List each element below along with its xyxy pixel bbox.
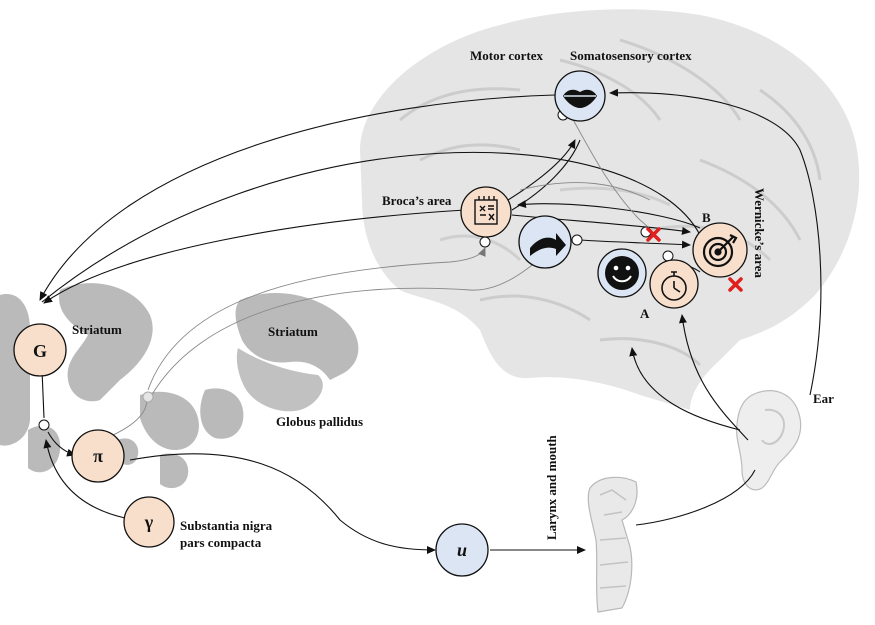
node-G-label: G xyxy=(33,341,47,361)
somatosensory-cortex-label: Somatosensory cortex xyxy=(570,48,692,63)
striatum-right-label: Striatum xyxy=(268,324,318,339)
broca-node xyxy=(460,186,512,238)
node-u-label: u xyxy=(457,540,467,560)
striatum-left-label: Striatum xyxy=(72,322,122,337)
target-icon xyxy=(702,234,738,268)
stopwatch-node xyxy=(649,259,699,309)
motor-cortex-label: Motor cortex xyxy=(470,48,544,63)
node-G: G xyxy=(13,323,67,377)
lips-node xyxy=(554,70,606,122)
larynx-icon xyxy=(587,476,638,613)
stopwatch-icon xyxy=(661,271,687,301)
target-node xyxy=(692,222,748,278)
node-gamma-label: γ xyxy=(144,512,154,532)
basal-ganglia-shapes xyxy=(0,283,359,489)
marker-a-label: A xyxy=(640,306,650,321)
smiley-node xyxy=(597,248,647,298)
brocas-area-label: Broca’s area xyxy=(382,193,452,208)
ear-label: Ear xyxy=(813,391,834,406)
red-x-icon xyxy=(646,227,743,292)
arrow-node xyxy=(518,215,572,269)
node-pi-label: π xyxy=(93,446,103,466)
node-u: u xyxy=(435,523,489,577)
wernickes-area-label: Wernicke’s area xyxy=(752,188,767,278)
grid-plan-icon xyxy=(474,196,498,225)
brain-silhouette xyxy=(360,9,860,411)
smiley-icon xyxy=(605,256,639,290)
arrow-icon xyxy=(530,233,566,256)
pars-compacta-label: pars compacta xyxy=(180,535,262,550)
ear-icon xyxy=(736,390,802,491)
globus-pallidus-label: Globus pallidus xyxy=(276,414,363,429)
node-gamma: γ xyxy=(123,496,175,548)
node-pi: π xyxy=(71,429,125,483)
larynx-mouth-label: Larynx and mouth xyxy=(544,434,559,540)
marker-b-label: B xyxy=(702,210,711,225)
connections xyxy=(39,88,822,554)
substantia-nigra-label: Substantia nigra xyxy=(180,518,273,533)
lips-icon xyxy=(563,89,597,108)
